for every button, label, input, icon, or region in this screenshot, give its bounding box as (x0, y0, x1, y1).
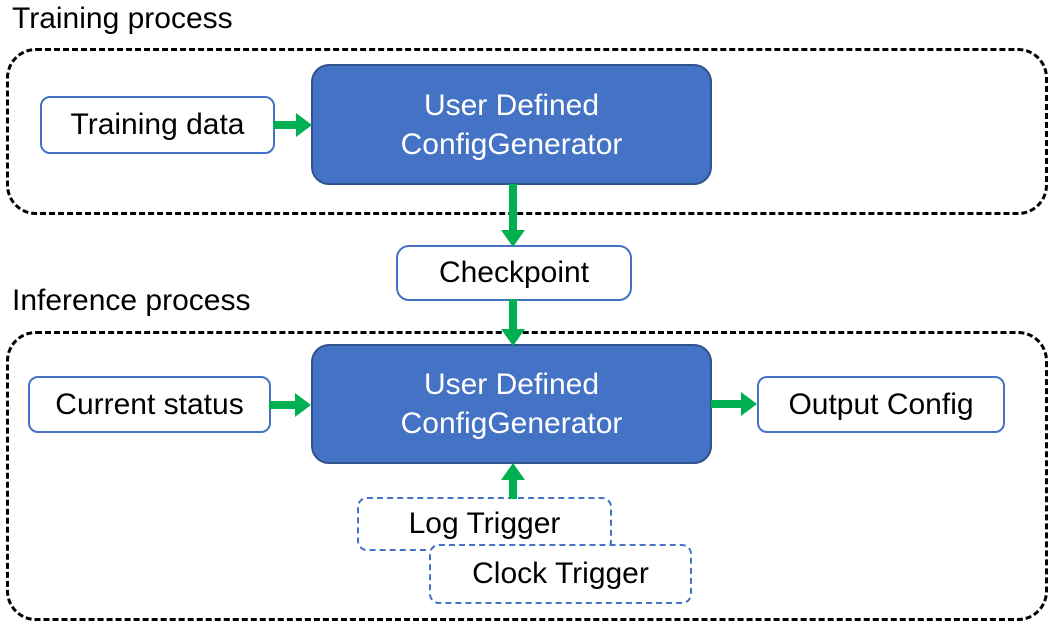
current-status-label: Current status (55, 387, 244, 421)
log-trigger-box: Log Trigger (357, 497, 612, 551)
arrow-checkpoint-to-inference-icon (500, 299, 526, 346)
arrow-current-status-to-generator-icon (269, 392, 311, 418)
training-process-container (6, 48, 1048, 215)
inference-config-generator-box: User Defined ConfigGenerator (311, 344, 712, 464)
current-status-box: Current status (28, 376, 271, 433)
clock-trigger-label: Clock Trigger (472, 557, 649, 590)
clock-trigger-box: Clock Trigger (429, 544, 692, 604)
log-trigger-label: Log Trigger (408, 507, 561, 540)
arrow-training-data-to-generator-icon (273, 112, 312, 138)
arrow-trigger-to-generator-icon (500, 463, 526, 499)
inference-config-generator-line2: ConfigGenerator (400, 407, 623, 440)
checkpoint-label: Checkpoint (438, 256, 590, 289)
training-config-generator-line1: User Defined (423, 88, 600, 122)
output-config-label: Output Config (788, 387, 974, 421)
training-data-label: Training data (70, 108, 245, 141)
arrow-generator-to-checkpoint-icon (500, 184, 526, 247)
arrow-generator-to-output-icon (711, 391, 757, 417)
checkpoint-box: Checkpoint (396, 245, 632, 301)
inference-process-container (6, 331, 1048, 621)
training-config-generator-line2: ConfigGenerator (400, 127, 623, 161)
training-config-generator-box: User Defined ConfigGenerator (311, 64, 712, 185)
training-data-box: Training data (40, 96, 275, 154)
inference-config-generator-line1: User Defined (423, 368, 600, 401)
inference-process-label: Inference process (12, 284, 251, 317)
training-process-label: Training process (12, 2, 233, 35)
output-config-box: Output Config (757, 376, 1005, 433)
